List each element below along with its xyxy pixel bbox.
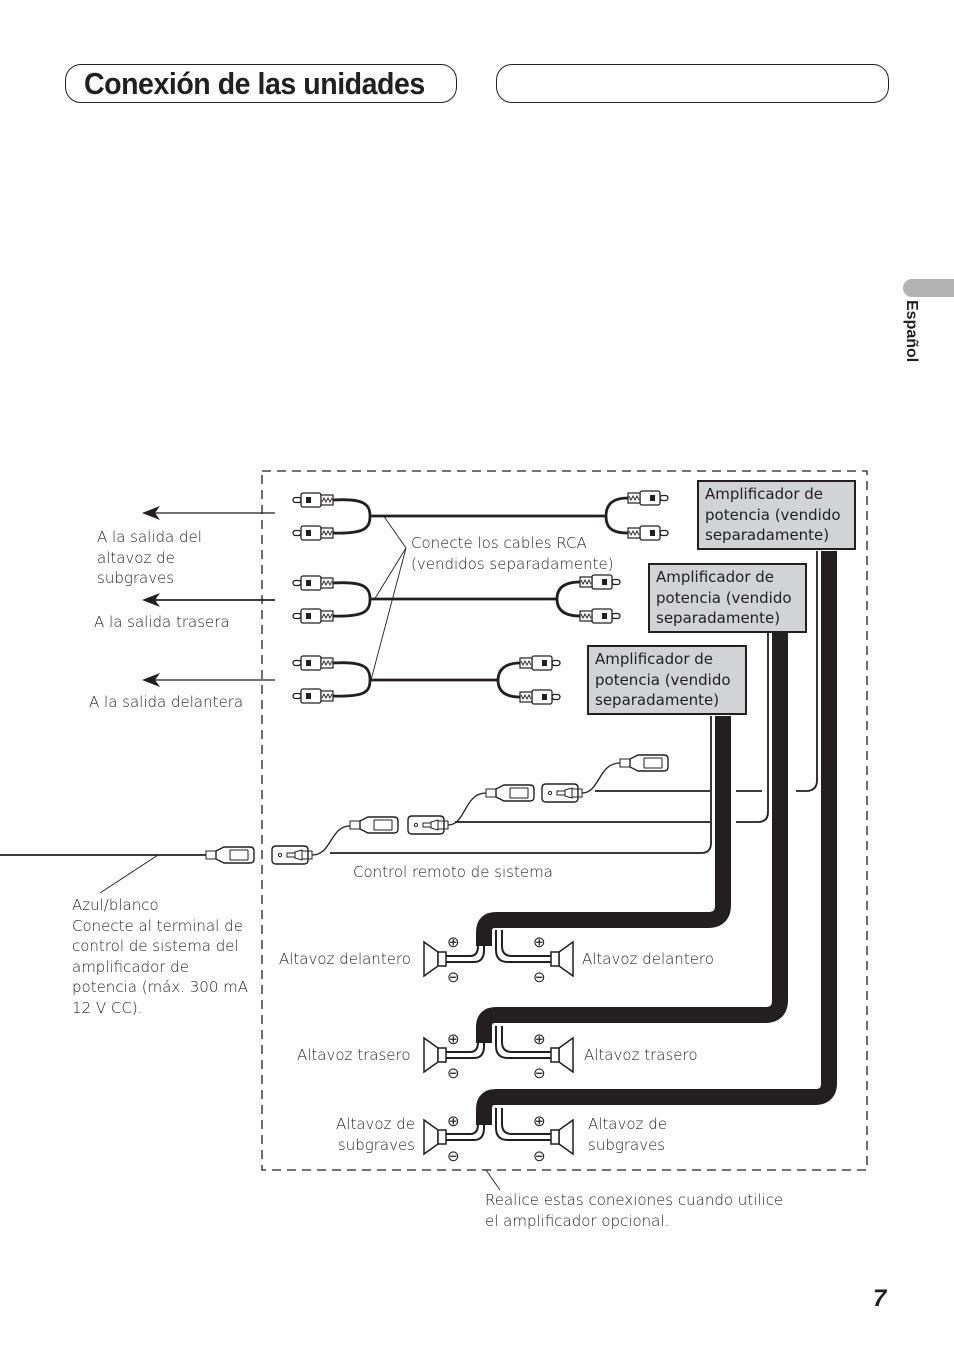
optional-area-boundary (261, 470, 868, 1171)
label-subwoofer-right: Altavoz de subgraves (588, 1115, 667, 1154)
minus-terminal-icon: ⊖ (533, 1064, 546, 1082)
optional-note-leader (485, 1169, 501, 1191)
rca-cable-subwoofer (292, 491, 668, 541)
rca-cable-note: Conecte los cables RCA (vendidos separad… (411, 534, 614, 573)
label-front-speaker-right: Altavoz delantero (582, 950, 714, 968)
label-front-output: A la salida delantera (89, 693, 244, 711)
arrow-rear-output (142, 593, 275, 607)
amplifier-box-rear: Amplificador de potencia (vendido separa… (648, 563, 807, 633)
arrow-subwoofer-output (142, 506, 275, 520)
label-rear-speaker-right: Altavoz trasero (584, 1046, 698, 1064)
remote-connector-chain (0, 754, 669, 865)
blue-white-leader (99, 854, 159, 894)
plus-terminal-icon: ⊕ (447, 1030, 460, 1048)
minus-terminal-icon: ⊖ (447, 968, 460, 986)
plus-terminal-icon: ⊕ (447, 933, 460, 951)
blank-header-box (496, 64, 889, 103)
plus-terminal-icon: ⊕ (447, 1112, 460, 1130)
speaker-trunk-front (330, 716, 731, 946)
amplifier-box-front: Amplificador de potencia (vendido separa… (587, 645, 747, 715)
speaker-group-rear (423, 1026, 573, 1073)
page-title: Conexión de las unidades (84, 66, 425, 101)
speaker-group-subwoofer (423, 1108, 573, 1155)
minus-terminal-icon: ⊖ (447, 1064, 460, 1082)
rca-cable-front (292, 655, 560, 704)
plus-terminal-icon: ⊕ (533, 933, 546, 951)
blue-white-wire-note: Azul/blanco Conecte al terminal de contr… (72, 896, 249, 1017)
label-rear-output: A la salida trasera (94, 613, 230, 631)
minus-terminal-icon: ⊖ (447, 1147, 460, 1165)
language-tab-marker (903, 279, 954, 297)
label-rear-speaker-left: Altavoz trasero (297, 1046, 411, 1064)
label-subwoofer-left: Altavoz de subgraves (336, 1115, 415, 1154)
system-remote-label: Control remoto de sistema (353, 863, 553, 881)
speaker-trunk-subwoofer (476, 551, 837, 1125)
speaker-trunk-rear (455, 633, 788, 1043)
label-subwoofer-output: A la salida del altavoz de subgraves (97, 528, 202, 587)
language-label: Español (903, 300, 920, 363)
optional-amplifier-note: Realice estas conexiones cuando utilice … (485, 1191, 784, 1230)
minus-terminal-icon: ⊖ (533, 968, 546, 986)
amplifier-box-subwoofer: Amplificador de potencia (vendido separa… (697, 480, 856, 550)
rca-cable-rear (292, 575, 620, 624)
arrow-front-output (142, 673, 275, 687)
rca-note-leaders (370, 514, 407, 681)
label-front-speaker-left: Altavoz delantero (279, 950, 411, 968)
plus-terminal-icon: ⊕ (533, 1030, 546, 1048)
speaker-group-front (423, 930, 573, 977)
section-title-box: Conexión de las unidades (65, 64, 457, 103)
plus-terminal-icon: ⊕ (533, 1112, 546, 1130)
minus-terminal-icon: ⊖ (533, 1147, 546, 1165)
page-number: 7 (873, 1285, 887, 1312)
